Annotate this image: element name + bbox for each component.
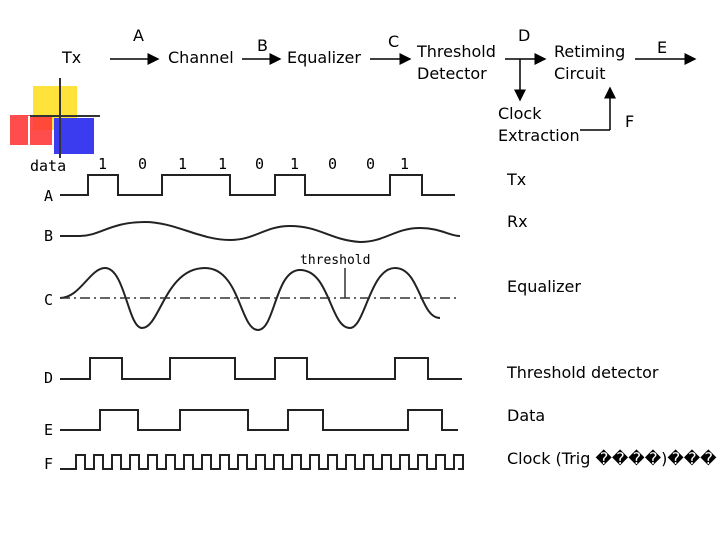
legend-clock: Clock (Trig ����)��� [507,449,717,468]
row-label-b: B [44,227,54,245]
threshold-label: threshold [300,253,371,268]
bit-6: 1 [290,155,300,173]
bit-1: 1 [98,155,108,173]
waveform-f [60,454,464,470]
block-channel: Channel [168,48,234,67]
bit-5: 0 [255,155,265,173]
row-label-e: E [44,421,54,439]
block-threshold-line2: Detector [417,64,487,83]
row-label-c: C [44,291,54,309]
waveform-b [60,220,461,244]
node-b: B [257,36,268,55]
legend-threshold-detector: Threshold detector [507,363,659,382]
bit-9: 1 [400,155,410,173]
node-d: D [518,26,531,45]
clock-pulses [60,454,464,470]
row-label-d: D [44,369,54,387]
node-f: F [625,112,635,131]
legend-tx: Tx [507,170,527,189]
row-label-a: A [44,187,54,205]
block-threshold-line1: Threshold [417,42,496,61]
bit-4: 1 [218,155,228,173]
node-e: E [657,38,668,57]
waveform-d [60,357,462,380]
waveform-c [59,266,441,332]
legend-rx: Rx [507,212,528,231]
block-retiming-line1: Retiming [554,42,626,61]
legend-equalizer: Equalizer [507,277,581,296]
node-c: C [388,32,400,51]
block-equalizer: Equalizer [287,48,361,67]
block-clock-line2: Extraction [498,126,580,145]
data-row-label: data [30,157,67,175]
waveform-e [60,409,458,431]
bit-3: 1 [178,155,188,173]
block-retiming-line2: Circuit [554,64,606,83]
bit-2: 0 [138,155,148,173]
waveform-a [60,174,455,196]
block-clock-line1: Clock [498,104,542,123]
block-tx: Tx [62,48,82,67]
legend-data: Data [507,406,546,425]
node-a: A [133,26,144,45]
row-label-f: F [44,455,54,473]
bit-8: 0 [366,155,376,173]
bit-7: 0 [328,155,338,173]
